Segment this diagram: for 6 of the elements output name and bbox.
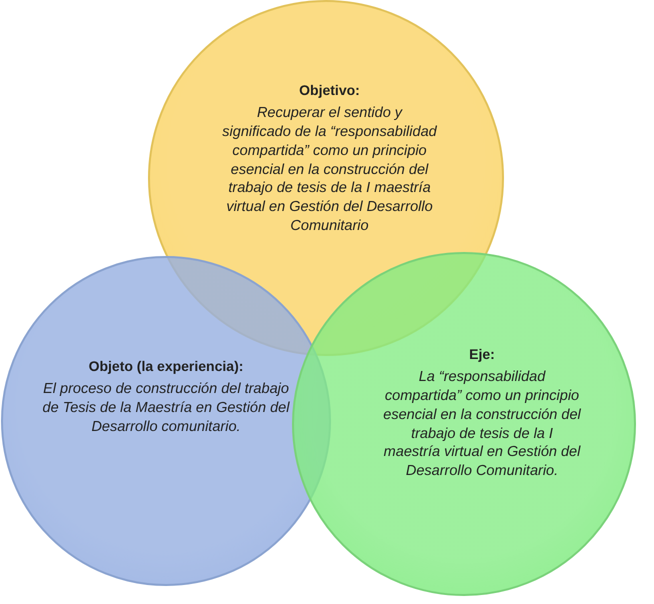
circle-description: Recuperar el sentido y significado de la “responsabilidad compartida” como un principio esencial en la construcción del trabajo de tesis de la I maestría virtual en Gestión del Desarrollo Comunitario (222, 104, 437, 236)
circle-heading: Objeto (la experiencia): (88, 358, 244, 374)
circle-description: La “responsabilidad compartida” como un principio esencial en la construcción del trabajo de tesis de la I maestría virtual en Gestión del Desarrollo Comunitario. (382, 368, 582, 482)
circle-heading: Objetivo: (298, 82, 361, 98)
circle-description: El proceso de construcción del trabajo de Tesis de la Maestría en Gestión del Desarrollo comunitario. (42, 380, 291, 437)
circle-heading: Eje: (468, 346, 496, 362)
